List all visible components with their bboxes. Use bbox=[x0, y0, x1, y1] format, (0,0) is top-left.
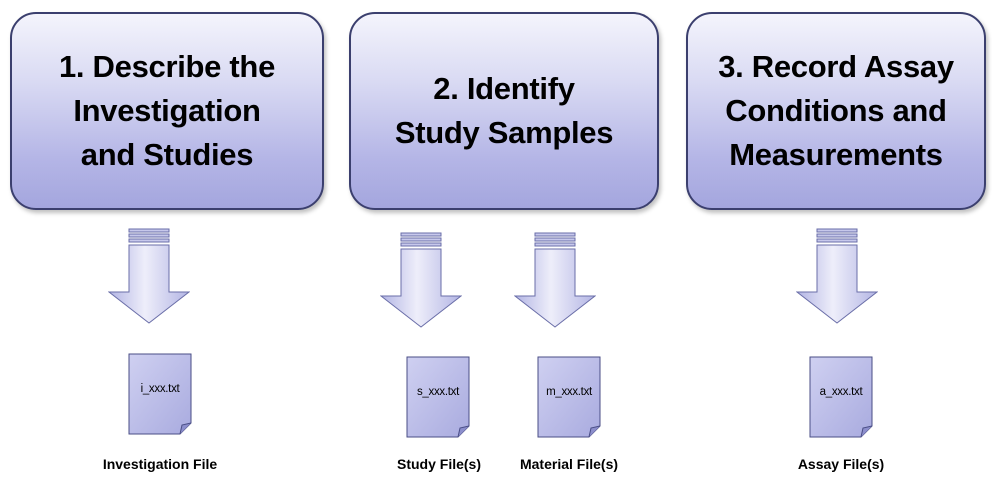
study-file-label: Study File(s) bbox=[396, 456, 481, 472]
investigation-filename: i_xxx.txt bbox=[140, 383, 180, 395]
step-3-box: 3. Record Assay Conditions and Measureme… bbox=[686, 12, 986, 210]
study-file-document: s_xxx.txt bbox=[406, 356, 470, 438]
step-1-box: 1. Describe the Investigation and Studie… bbox=[10, 12, 324, 210]
step-2-box: 2. Identify Study Samples bbox=[349, 12, 659, 210]
material-file-label: Material File(s) bbox=[519, 456, 619, 472]
material-filename: m_xxx.txt bbox=[546, 386, 592, 398]
assay-file-label: Assay File(s) bbox=[797, 456, 885, 472]
step-2-title: 2. Identify Study Samples bbox=[394, 71, 614, 150]
down-arrow-icon bbox=[380, 232, 462, 328]
investigation-file-document: i_xxx.txt bbox=[128, 353, 192, 435]
material-file-document: m_xxx.txt bbox=[537, 356, 601, 438]
study-filename: s_xxx.txt bbox=[416, 386, 460, 398]
down-arrow-icon bbox=[514, 232, 596, 328]
down-arrow-icon bbox=[796, 228, 878, 324]
document-icon bbox=[809, 356, 873, 438]
step-3-title: 3. Record Assay Conditions and Measureme… bbox=[718, 49, 954, 172]
assay-file-document: a_xxx.txt bbox=[809, 356, 873, 438]
document-icon bbox=[128, 353, 192, 435]
step-1-title: 1. Describe the Investigation and Studie… bbox=[58, 49, 276, 172]
document-icon bbox=[406, 356, 470, 438]
assay-filename: a_xxx.txt bbox=[819, 386, 863, 398]
investigation-file-label: Investigation File bbox=[102, 456, 218, 472]
down-arrow-icon bbox=[108, 228, 190, 324]
document-icon bbox=[537, 356, 601, 438]
